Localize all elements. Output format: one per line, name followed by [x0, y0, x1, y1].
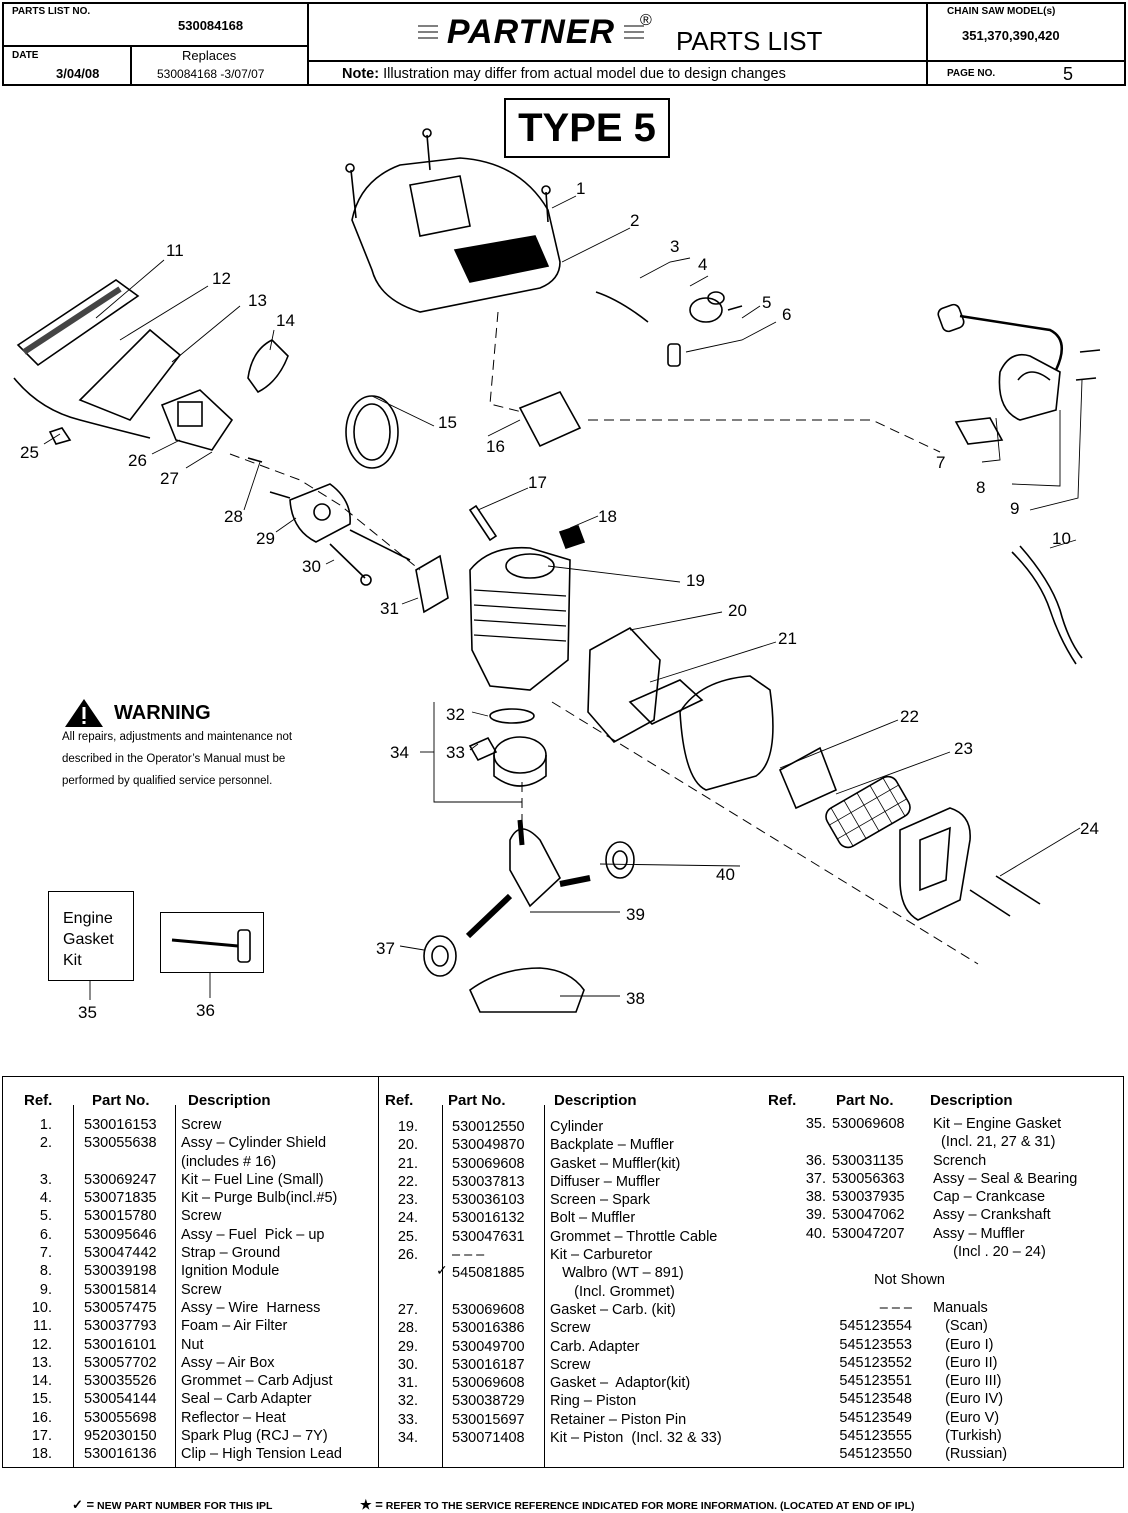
- callout-18: 18: [598, 507, 617, 526]
- header-part-no-3: Part No.: [836, 1092, 894, 1109]
- callout-40: 40: [716, 865, 735, 884]
- callout-5: 5: [762, 293, 771, 312]
- callout-37: 37: [376, 939, 395, 958]
- callout-19: 19: [686, 571, 705, 590]
- exploded-parts-diagram: 1 2 3 4 5 6 7 8 9 10 11 12 13 14 15 16 1…: [13, 128, 1101, 1022]
- callout-30: 30: [302, 557, 321, 576]
- callout-25: 25: [20, 443, 39, 462]
- header-description-2: Description: [554, 1092, 637, 1109]
- replaces-value: 530084168 -3/07/07: [157, 67, 265, 81]
- design-note: Note: Illustration may differ from actua…: [342, 66, 786, 82]
- model-label: CHAIN SAW MODEL(s): [947, 6, 1056, 17]
- col2-part-list: 530012550 530049870 530069608 530037813 …: [452, 1119, 525, 1447]
- parts-list-no-label: PARTS LIST NO.: [12, 6, 91, 17]
- footer-reference-note: ★ = REFER TO THE SERVICE REFERENCE INDIC…: [360, 1497, 915, 1512]
- callout-23: 23: [954, 739, 973, 758]
- col1-part-list: 530016153 530055638 530069247 530071835 …: [84, 1117, 157, 1463]
- col1-ref-list: 1. 2. 3. 4. 5. 6. 7. 8. 9. 10. 11. 12. 1…: [31, 1117, 52, 1463]
- parts-table: [2, 1076, 1124, 1468]
- type-label: TYPE 5: [504, 98, 670, 158]
- callout-22: 22: [900, 707, 919, 726]
- brand-text: PARTNER: [447, 13, 615, 51]
- partner-logo: PARTNER: [418, 12, 644, 52]
- col3-part-list: 530069608 530031135 530056363 530037935 …: [832, 1116, 905, 1242]
- warning-title: WARNING: [114, 702, 211, 724]
- new-part-check-icon: ✓: [436, 1262, 448, 1278]
- callout-13: 13: [248, 291, 267, 310]
- warning-triangle-icon: [64, 698, 104, 728]
- callout-21: 21: [778, 629, 797, 648]
- callout-2: 2: [630, 211, 639, 230]
- callout-34: 34: [390, 743, 409, 762]
- page-label: PAGE NO.: [947, 68, 996, 79]
- header-block: [2, 2, 1126, 86]
- callout-10: 10: [1052, 529, 1071, 548]
- cylinder-shield-shape: [351, 157, 561, 313]
- header-ref-3: Ref.: [768, 1092, 797, 1109]
- callout-11: 11: [166, 241, 184, 260]
- kit-label-line-3: Kit: [63, 952, 82, 969]
- callout-36: 36: [196, 1001, 215, 1020]
- col2-ref-list: 19. 20. 21. 22. 23. 24. 25. 26. 27. 28. …: [397, 1119, 418, 1447]
- manuals-part-list: – – – 545123554 545123553 545123552 5451…: [839, 1300, 912, 1463]
- callout-8: 8: [976, 478, 985, 497]
- callout-4: 4: [698, 255, 707, 274]
- not-shown-label: Not Shown: [874, 1272, 945, 1288]
- callout-29: 29: [256, 529, 275, 548]
- model-list: 351,370,390,420: [962, 28, 1060, 43]
- engine-gasket-kit-box: Engine Gasket Kit: [48, 891, 134, 981]
- callout-7: 7: [936, 453, 945, 472]
- callout-39: 39: [626, 905, 645, 924]
- callout-9: 9: [1010, 499, 1019, 518]
- warning-text: All repairs, adjustments and maintenance…: [62, 731, 293, 787]
- manuals-description-list: Manuals (Scan) (Euro I) (Euro II) (Euro …: [933, 1300, 1008, 1463]
- callout-38: 38: [626, 989, 645, 1008]
- col1-description-list: Screw Assy – Cylinder Shield (includes #…: [181, 1117, 342, 1463]
- header-part-no-1: Part No.: [92, 1092, 150, 1109]
- callout-15: 15: [438, 413, 457, 432]
- callout-33: 33: [446, 743, 465, 762]
- callout-26: 26: [128, 451, 147, 470]
- col3-ref-list: 35. 36. 37. 38. 39. 40.: [805, 1116, 826, 1242]
- callout-17: 17: [528, 473, 547, 492]
- callout-3: 3: [670, 237, 679, 256]
- callout-35: 35: [78, 1003, 97, 1022]
- header-part-no-2: Part No.: [448, 1092, 506, 1109]
- col2-description-list: Cylinder Backplate – Muffler Gasket – Mu…: [550, 1119, 722, 1447]
- header-description-1: Description: [188, 1092, 271, 1109]
- callout-1: 1: [576, 179, 585, 198]
- registered-mark: ®: [640, 12, 652, 29]
- replaces-label: Replaces: [182, 48, 237, 63]
- callout-20: 20: [728, 601, 747, 620]
- kit-label-line-2: Gasket: [63, 931, 114, 948]
- callout-27: 27: [160, 469, 179, 488]
- callout-28: 28: [224, 507, 243, 526]
- header-description-3: Description: [930, 1092, 1013, 1109]
- date-value: 3/04/08: [56, 66, 100, 81]
- callout-14: 14: [276, 311, 295, 330]
- page-number: 5: [1063, 64, 1074, 84]
- callout-31: 31: [380, 599, 399, 618]
- callout-6: 6: [782, 305, 791, 324]
- callout-12: 12: [212, 269, 231, 288]
- document-title: PARTS LIST: [676, 26, 823, 56]
- date-label: DATE: [12, 50, 39, 61]
- header-ref-2: Ref.: [385, 1092, 414, 1109]
- footer-new-part-note: ✓ = NEW PART NUMBER FOR THIS IPL: [72, 1497, 273, 1512]
- parts-list-no: 530084168: [178, 18, 244, 33]
- header-ref-1: Ref.: [24, 1092, 53, 1109]
- kit-label-line-1: Engine: [63, 910, 113, 927]
- col3-description-list: Kit – Engine Gasket (Incl. 21, 27 & 31) …: [933, 1116, 1078, 1261]
- scrench-tool-box: [160, 912, 264, 973]
- callout-24: 24: [1080, 819, 1099, 838]
- callout-32: 32: [446, 705, 465, 724]
- callout-16: 16: [486, 437, 505, 456]
